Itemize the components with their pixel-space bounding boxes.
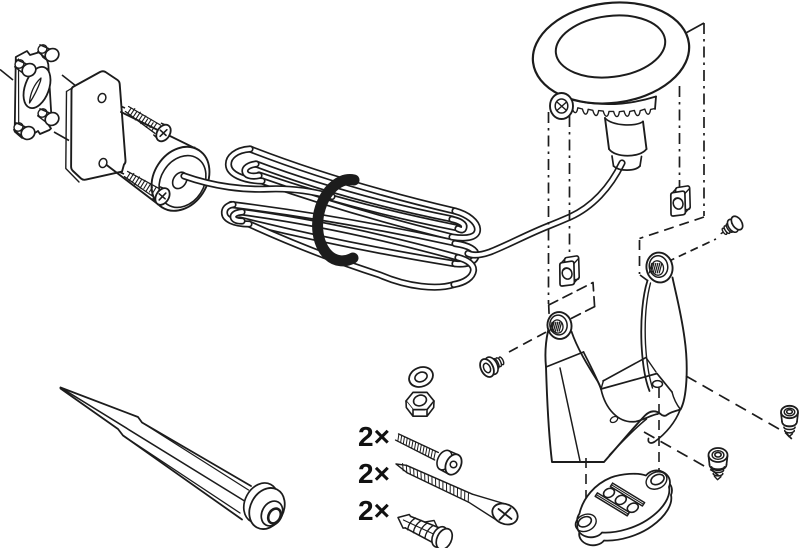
svg-text:2×: 2×	[358, 495, 390, 526]
svg-text:2×: 2×	[358, 421, 390, 452]
svg-text:2×: 2×	[358, 458, 390, 489]
